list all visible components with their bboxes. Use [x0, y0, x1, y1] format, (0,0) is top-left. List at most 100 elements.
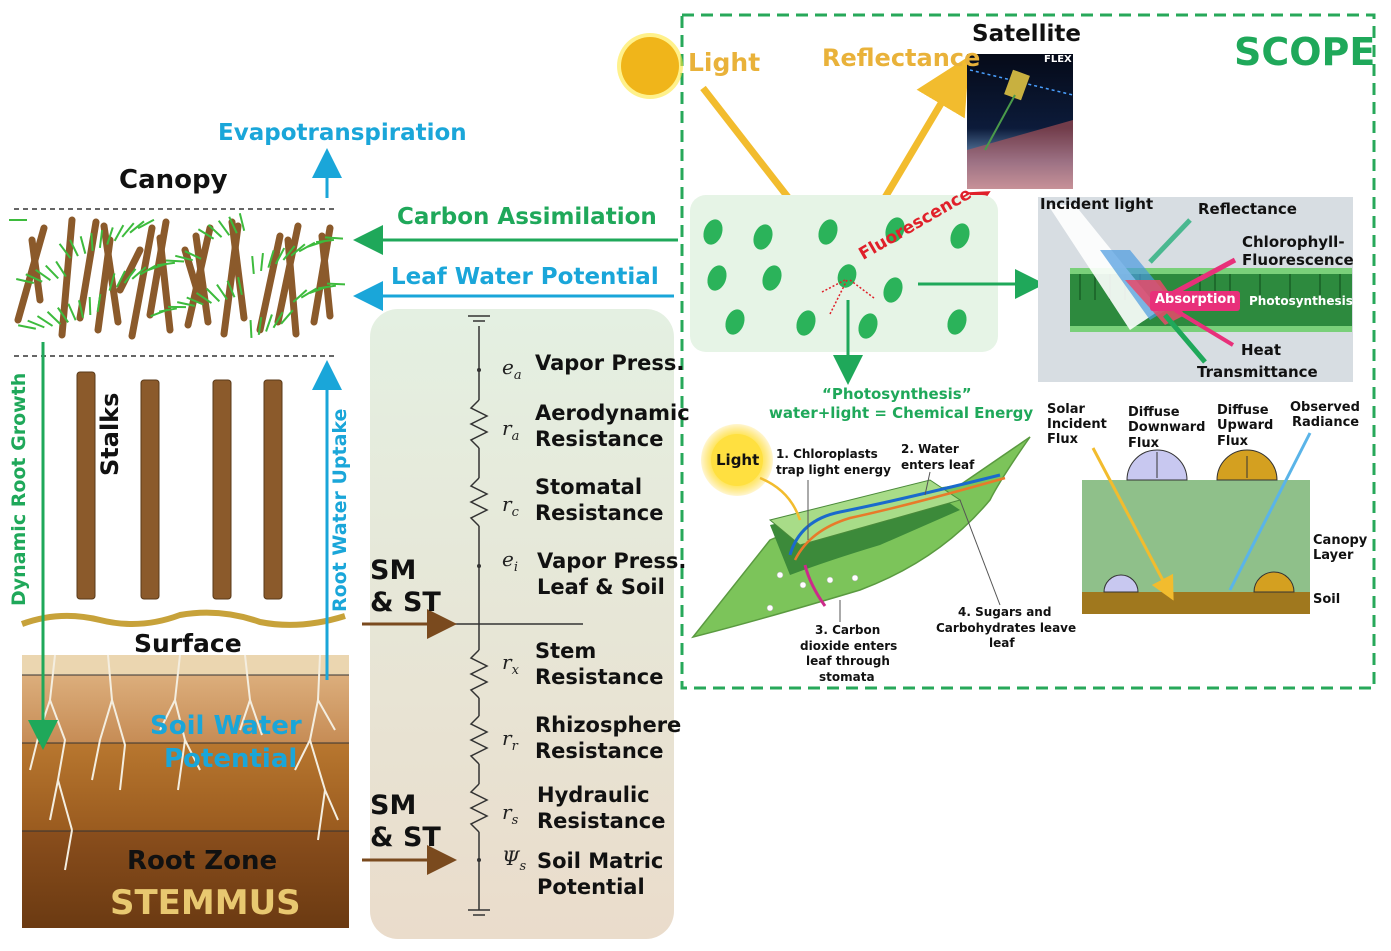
canopy-leaf — [317, 284, 337, 290]
canopy-stick — [228, 218, 248, 322]
canopy-stick — [310, 224, 334, 326]
canopy-leaf — [90, 232, 94, 252]
resistance-label-line1: Aerodynamic — [535, 401, 690, 425]
canopy-leaf — [300, 287, 318, 299]
canopy-leaf — [251, 255, 255, 275]
canopy-leaf — [156, 261, 176, 267]
reflectance-panel-label: Reflectance — [1198, 200, 1297, 218]
diffuse-down-label-3: Flux — [1128, 436, 1159, 451]
resistance-symbol: rs — [502, 800, 519, 828]
root-zone-label: Root Zone — [127, 846, 278, 876]
resistance-symbol: ra — [502, 416, 520, 444]
step2-label-a: 2. Water — [901, 442, 959, 456]
canopy-leaf — [137, 218, 155, 230]
canopy-label: Canopy — [119, 165, 228, 195]
resistance-symbol: Ψs — [502, 846, 527, 874]
step1-label-b: trap light energy — [776, 463, 891, 477]
canopy-leaf — [249, 319, 253, 339]
step3-label-a: 3. Carbon — [815, 623, 881, 637]
incident-light-label: Incident light — [1040, 195, 1154, 213]
heat-label: Heat — [1241, 341, 1282, 359]
solar-flux-label-2: Incident — [1047, 417, 1107, 432]
canopy-leaf — [98, 229, 104, 249]
resistance-symbol: rx — [502, 650, 519, 678]
diffuse-up-label-2: Upward — [1217, 418, 1274, 433]
canopy-leaf — [16, 278, 34, 284]
canopy-leaf — [228, 216, 238, 234]
canopy-leaf — [45, 264, 59, 280]
canopy-stick — [58, 216, 76, 339]
photosynthesis-equation: water+light = Chemical Energy — [769, 404, 1034, 422]
leaf-light-label: Light — [716, 451, 760, 469]
light-label: Light — [688, 48, 761, 77]
canopy-leaf — [55, 260, 67, 278]
canopy-leaf — [207, 224, 223, 238]
step4-label-a: 4. Sugars and — [958, 605, 1052, 619]
surface-label: Surface — [134, 629, 242, 658]
canopy-leaf — [36, 315, 54, 327]
carbon-assimilation-label: Carbon Assimilation — [397, 204, 657, 230]
canopy-leaf — [35, 269, 51, 281]
canopy-layer-label-1: Canopy — [1313, 533, 1368, 548]
canopy-leaf — [113, 224, 125, 242]
canopy-leaf — [280, 309, 294, 325]
canopy-leaf — [260, 252, 264, 272]
scope-title: SCOPE — [1234, 30, 1376, 74]
resistance-label-line1: Hydraulic — [537, 783, 650, 807]
canopy-stick — [76, 218, 100, 322]
chlorophyll-label-2: Fluorescence — [1242, 251, 1354, 269]
canopy-leaf — [267, 250, 275, 268]
sm-st-label-1a: SM — [370, 555, 417, 586]
leaf-water-potential-label: Leaf Water Potential — [391, 264, 659, 290]
evapotranspiration-label: Evapotranspiration — [218, 120, 467, 146]
canopy-leaf — [290, 243, 306, 257]
canopy-leaf — [25, 273, 43, 283]
canopy-leaf — [165, 259, 185, 263]
resistance-label-line1: Rhizosphere — [535, 713, 682, 737]
canopy-leaf — [324, 236, 344, 240]
canopy-leaf — [274, 247, 286, 265]
canopy-leaf — [184, 250, 202, 260]
transmittance-label: Transmittance — [1197, 363, 1318, 381]
step3-label-d: stomata — [819, 670, 875, 684]
canopy-leaf — [217, 220, 231, 236]
canopy-stick — [192, 232, 212, 326]
photosynthesis-title: “Photosynthesis” — [822, 385, 972, 403]
step3-label-b: dioxide enters — [800, 639, 898, 653]
resistance-label-line1: Vapor Press. — [537, 549, 687, 573]
root-water-uptake-label: Root Water Uptake — [329, 408, 351, 612]
canopy-leaf — [315, 238, 335, 244]
canopy-leaf — [158, 307, 178, 313]
resistance-label-line2: Resistance — [535, 665, 664, 689]
sm-st-label-2b: & ST — [370, 822, 441, 853]
reflectance-label: Reflectance — [822, 44, 981, 72]
resistance-symbol: ea — [502, 355, 522, 383]
canopy-leaf — [226, 280, 236, 298]
canopy-leaf — [46, 311, 62, 325]
canopy-stick — [14, 224, 48, 324]
resistance-label-line2: Resistance — [535, 501, 664, 525]
step3-label-c: leaf through — [806, 654, 890, 668]
canopy-stick — [128, 224, 156, 340]
canopy-leaf — [123, 268, 137, 284]
soil-water-potential-label-2: Potential — [164, 744, 298, 774]
soil-panel-label: Soil — [1313, 592, 1341, 607]
step4-label-c: leaf — [989, 636, 1015, 650]
canopy-leaf — [292, 289, 308, 303]
canopy-leaf — [186, 296, 204, 306]
canopy-leaf — [96, 293, 102, 313]
chlorophyll-label-1: Chlorophyll- — [1242, 233, 1345, 251]
canopy-leaf — [78, 300, 84, 318]
canopy-stick — [156, 234, 174, 334]
step1-label-a: 1. Chloroplasts — [776, 447, 878, 461]
canopy-leaf — [106, 227, 114, 245]
canopy-leaf — [139, 264, 157, 276]
diffuse-down-label-1: Diffuse — [1128, 405, 1180, 420]
soil-water-potential-label-1: Soil Water — [150, 711, 302, 741]
canopy-leaf — [238, 213, 246, 231]
sm-st-label-2a: SM — [370, 790, 417, 821]
absorption-label: Absorption — [1155, 292, 1236, 307]
photosynthesis-panel-label: Photosynthesis — [1249, 294, 1353, 308]
canopy-leaf — [216, 283, 228, 301]
